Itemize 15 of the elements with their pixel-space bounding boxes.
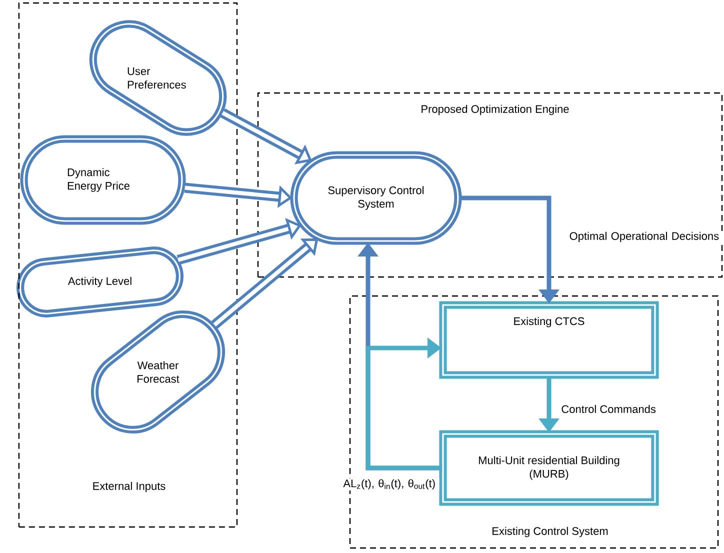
process-pill: Dynamic Energy Price (20, 135, 186, 225)
process-pill: Supervisory Control System (290, 151, 462, 245)
group-label: Proposed Optimization Engine (422, 104, 569, 116)
process-pill: Activity Level (16, 246, 184, 318)
process-box: Existing CTCS (439, 301, 659, 379)
group-label: Existing Control System (492, 526, 608, 538)
hollow-arrow (211, 238, 318, 329)
edge-label: Optimal Operational Decisions (563, 230, 724, 244)
arrow (366, 338, 442, 470)
group-label: External Inputs (93, 482, 166, 492)
process-pill: User Preferences (89, 20, 227, 136)
edge-label: AL$_{z}$(t), θ$_{in}$(t), θ$_{out}$(t) (342, 478, 440, 490)
process-box: Multi-Unit residential Building (MURB) (439, 430, 659, 506)
process-pill: Weather Forecast (90, 310, 226, 434)
edge-label: Control Commands (560, 404, 657, 414)
